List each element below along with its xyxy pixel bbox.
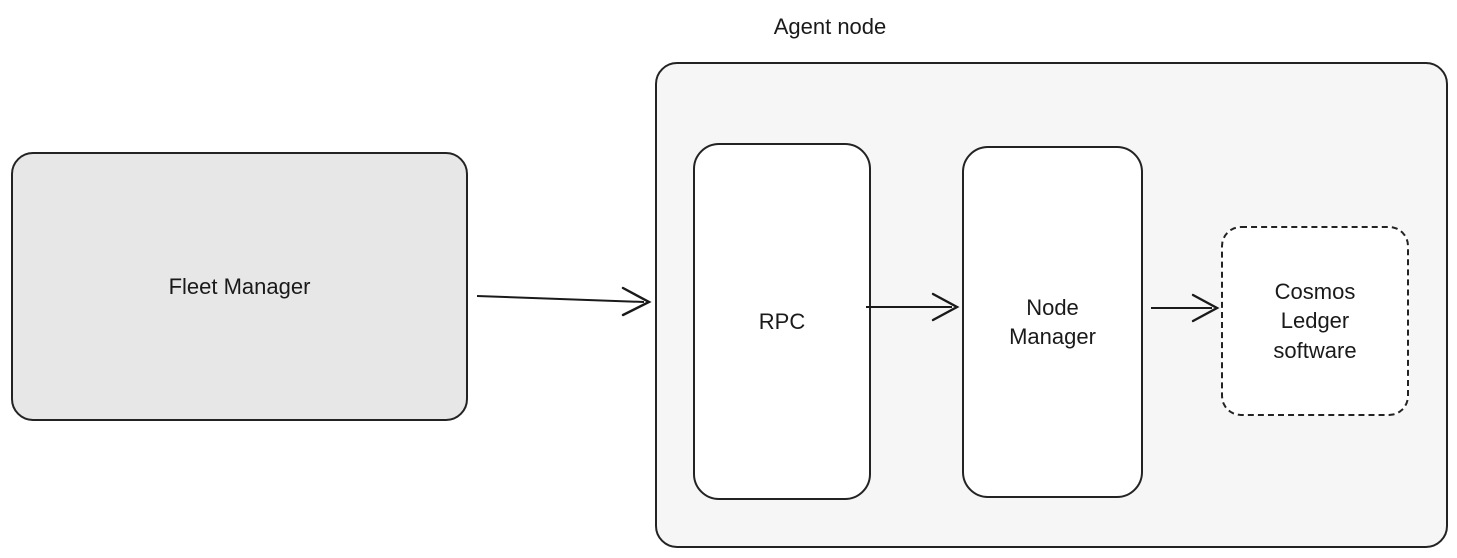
node-rpc[interactable]: RPC bbox=[693, 143, 871, 500]
node-node-manager-label: Node Manager bbox=[1009, 294, 1096, 349]
node-fleet-manager-label: Fleet Manager bbox=[168, 273, 311, 299]
node-rpc-label: RPC bbox=[758, 308, 806, 334]
arrowhead-icon-fleet-manager-to-rpc bbox=[621, 286, 652, 317]
node-cosmos-ledger-software-label: Cosmos Ledger software bbox=[1273, 279, 1357, 363]
edge-line-fleet-manager-to-rpc bbox=[476, 295, 645, 303]
agent-node-group-label: Agent node bbox=[773, 14, 887, 39]
node-fleet-manager[interactable]: Fleet Manager bbox=[11, 152, 468, 421]
node-node-manager[interactable]: Node Manager bbox=[962, 146, 1143, 498]
node-cosmos-ledger-software[interactable]: Cosmos Ledger software bbox=[1221, 226, 1409, 416]
edge-fleet-manager-to-rpc bbox=[476, 286, 652, 317]
